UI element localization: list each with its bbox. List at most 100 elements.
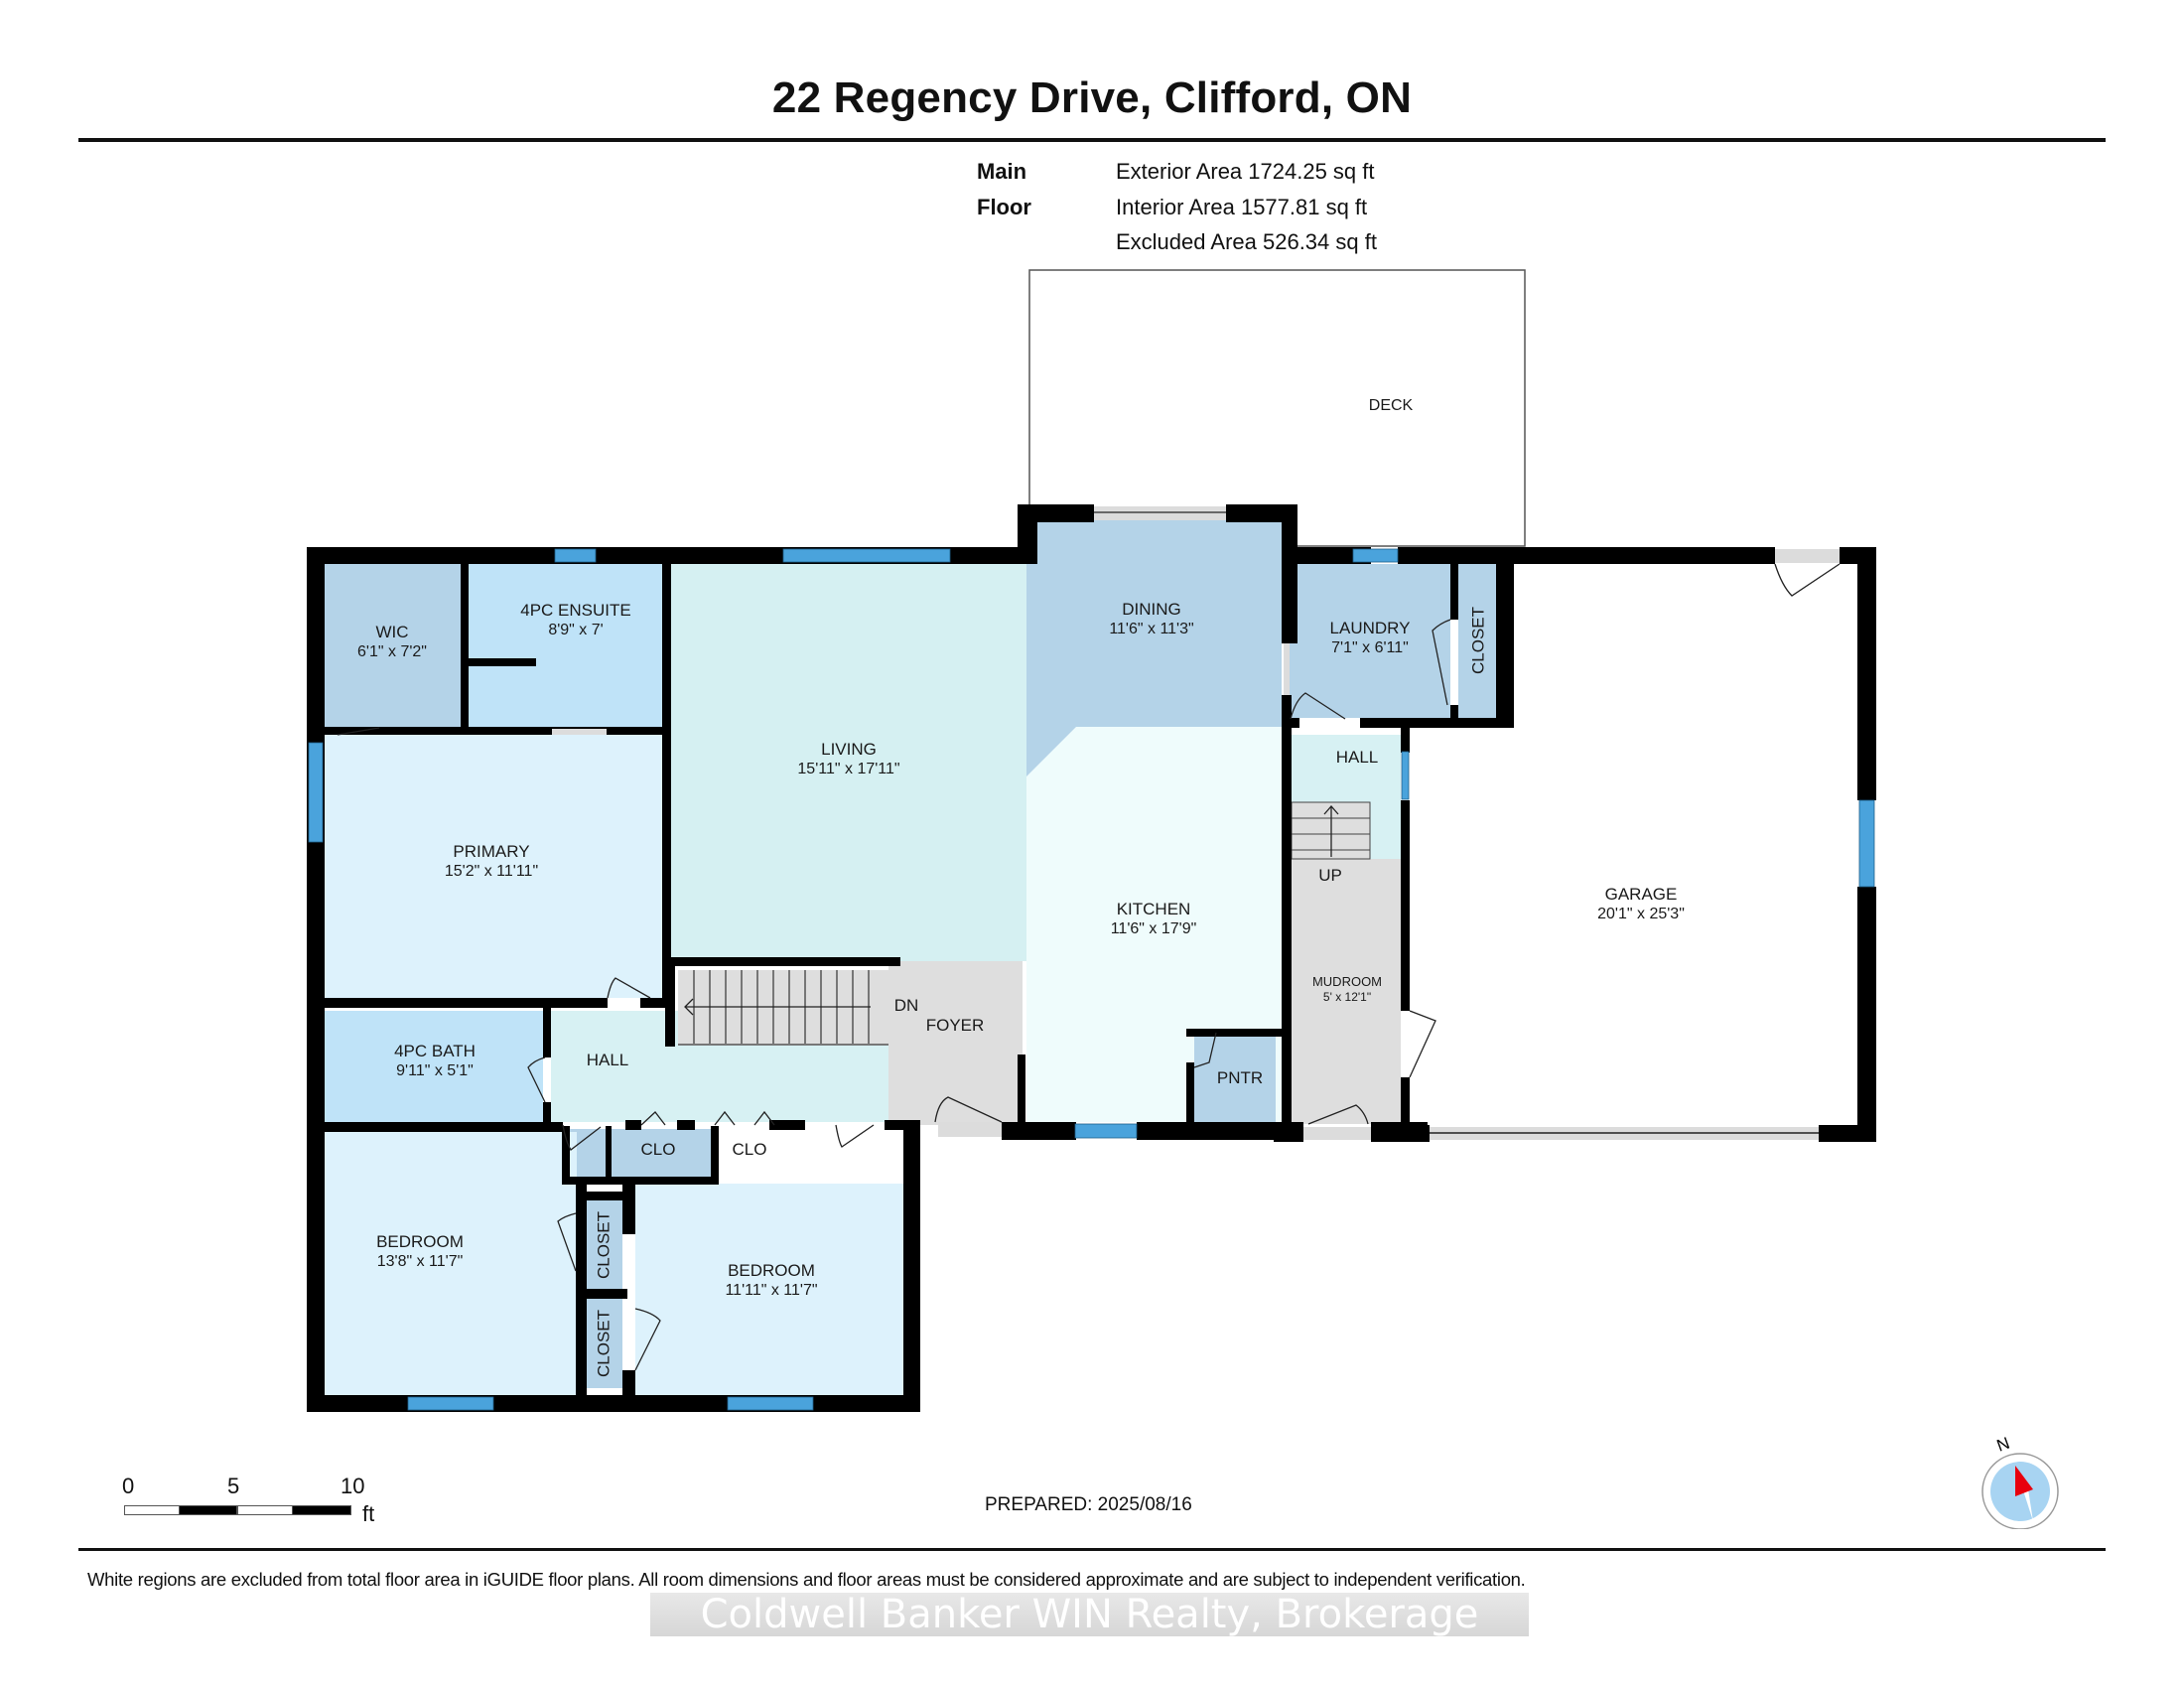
stairs-up (1291, 801, 1371, 860)
room-label-living: LIVING 15'11" x 17'11" (797, 740, 899, 777)
room-bedroom-2 (635, 1184, 903, 1395)
room-label-clo-1: CLO (641, 1140, 676, 1159)
svg-text:GARAGE: GARAGE (1605, 885, 1678, 904)
room-closet-1 (587, 1200, 622, 1290)
scale-unit: ft (362, 1501, 375, 1526)
interior-area: Interior Area 1577.81 sq ft (1116, 194, 1368, 219)
room-bath (325, 1011, 543, 1122)
svg-text:11'11" x 11'7": 11'11" x 11'7" (725, 1282, 817, 1299)
room-ensuite (469, 564, 662, 727)
svg-text:13'8" x 11'7": 13'8" x 11'7" (377, 1253, 464, 1270)
svg-text:PNTR: PNTR (1217, 1068, 1263, 1087)
deck-area (1028, 269, 1526, 547)
disclaimer: White regions are excluded from total fl… (87, 1569, 1526, 1590)
compass-icon: N (1976, 1430, 2065, 1530)
room-bedroom-1 (325, 1132, 577, 1395)
svg-text:CLO: CLO (641, 1140, 676, 1159)
room-laundry-closet (1458, 564, 1496, 718)
room-label-closet-1: CLOSET (594, 1211, 613, 1279)
svg-text:WIC: WIC (375, 623, 408, 641)
svg-text:CLOSET: CLOSET (594, 1211, 613, 1279)
scale-segment (237, 1505, 293, 1515)
room-labels: WIC 6'1" x 7'2" 4PC ENSUITE 8'9" x 7' LIVING… (357, 600, 1685, 1377)
svg-text:CLO: CLO (733, 1140, 767, 1159)
prepared-date: PREPARED: 2025/08/16 (985, 1494, 1192, 1515)
room-label-foyer: FOYER (926, 1016, 985, 1035)
svg-text:6'1" x 7'2": 6'1" x 7'2" (357, 643, 427, 660)
scale-label-0: 0 (122, 1474, 135, 1498)
room-living (671, 564, 1026, 961)
room-label-clo-2: CLO (733, 1140, 767, 1159)
stairs-down (678, 970, 888, 1046)
room-foyer (888, 961, 1023, 1125)
svg-text:FOYER: FOYER (926, 1016, 985, 1035)
rooms-layer (325, 520, 1857, 1395)
svg-text:9'11" x 5'1": 9'11" x 5'1" (396, 1062, 474, 1079)
floor-name: Main Floor (977, 159, 1031, 219)
room-label-hall-west: HALL (587, 1051, 629, 1069)
room-label-garage: GARAGE 20'1" x 25'3" (1597, 885, 1685, 922)
room-label-kitchen: KITCHEN 11'6" x 17'9" (1111, 900, 1197, 937)
brokerage-watermark: Coldwell Banker WIN Realty, Brokerage (650, 1593, 1529, 1636)
svg-text:LAUNDRY: LAUNDRY (1330, 619, 1411, 637)
svg-text:BEDROOM: BEDROOM (376, 1232, 464, 1251)
room-label-pantry: PNTR (1217, 1068, 1263, 1087)
svg-text:7'1" x 6'11": 7'1" x 6'11" (1331, 639, 1409, 656)
svg-text:20'1" x 25'3": 20'1" x 25'3" (1597, 906, 1685, 922)
scale-segment (124, 1505, 180, 1515)
svg-text:11'6" x 11'3": 11'6" x 11'3" (1109, 621, 1193, 637)
svg-text:8'9" x 7': 8'9" x 7' (548, 622, 603, 638)
doors (337, 506, 1841, 1371)
exterior-area: Exterior Area 1724.25 sq ft (1116, 159, 1375, 184)
svg-text:CLOSET: CLOSET (1468, 607, 1487, 674)
room-laundry (1290, 564, 1450, 718)
scale-bar: 0 5 10 ft (122, 1474, 400, 1533)
room-label-ensuite: 4PC ENSUITE 8'9" x 7' (520, 601, 630, 638)
room-label-laundry-closet: CLOSET (1468, 607, 1487, 674)
room-wic (325, 564, 461, 727)
stair-labels: DN UP (894, 866, 1342, 1015)
room-label-primary: PRIMARY 15'2" x 11'11" (445, 842, 538, 880)
scale-segment (292, 1505, 351, 1515)
svg-text:N: N (1994, 1434, 2012, 1456)
svg-text:15'2" x 11'11": 15'2" x 11'11" (445, 863, 538, 880)
windows (308, 548, 1875, 1411)
room-label-bath: 4PC BATH 9'11" x 5'1" (394, 1042, 476, 1079)
room-label-hall-east: HALL (1336, 748, 1379, 767)
svg-text:4PC BATH: 4PC BATH (394, 1042, 476, 1060)
walls (307, 504, 1876, 1412)
deck-label: DECK (1369, 397, 1414, 414)
room-closet-2 (587, 1299, 622, 1388)
room-primary (325, 735, 662, 998)
property-title: 22 Regency Drive, Clifford, ON (771, 73, 1413, 122)
svg-text:15'11" x 17'11": 15'11" x 17'11" (797, 761, 899, 777)
room-pantry (1194, 1033, 1276, 1122)
room-mudroom (1290, 859, 1401, 1124)
room-garage (1514, 564, 1857, 1127)
svg-text:DINING: DINING (1122, 600, 1181, 619)
stairs-down-label: DN (894, 996, 919, 1015)
scale-segment (179, 1505, 237, 1515)
room-label-dining: DINING 11'6" x 11'3" (1109, 600, 1193, 637)
svg-text:CLOSET: CLOSET (594, 1310, 613, 1377)
svg-text:HALL: HALL (1336, 748, 1379, 767)
svg-text:HALL: HALL (587, 1051, 629, 1069)
header-rule (78, 138, 2106, 142)
room-clo-2 (612, 1129, 711, 1177)
svg-text:PRIMARY: PRIMARY (453, 842, 529, 861)
room-label-closet-2: CLOSET (594, 1310, 613, 1377)
scale-label-5: 5 (227, 1474, 240, 1498)
svg-text:MUDROOM: MUDROOM (1312, 974, 1382, 989)
svg-text:4PC ENSUITE: 4PC ENSUITE (520, 601, 630, 620)
room-label-wic: WIC 6'1" x 7'2" (357, 623, 427, 660)
scale-label-10: 10 (341, 1474, 365, 1498)
stairs-up-label: UP (1318, 866, 1342, 885)
svg-text:KITCHEN: KITCHEN (1117, 900, 1191, 918)
room-label-bedroom-1: BEDROOM 13'8" x 11'7" (376, 1232, 464, 1270)
room-kitchen (1026, 727, 1282, 1122)
svg-text:11'6" x 17'9": 11'6" x 17'9" (1111, 920, 1197, 937)
svg-text:LIVING: LIVING (821, 740, 877, 759)
footer-rule (78, 1548, 2106, 1551)
